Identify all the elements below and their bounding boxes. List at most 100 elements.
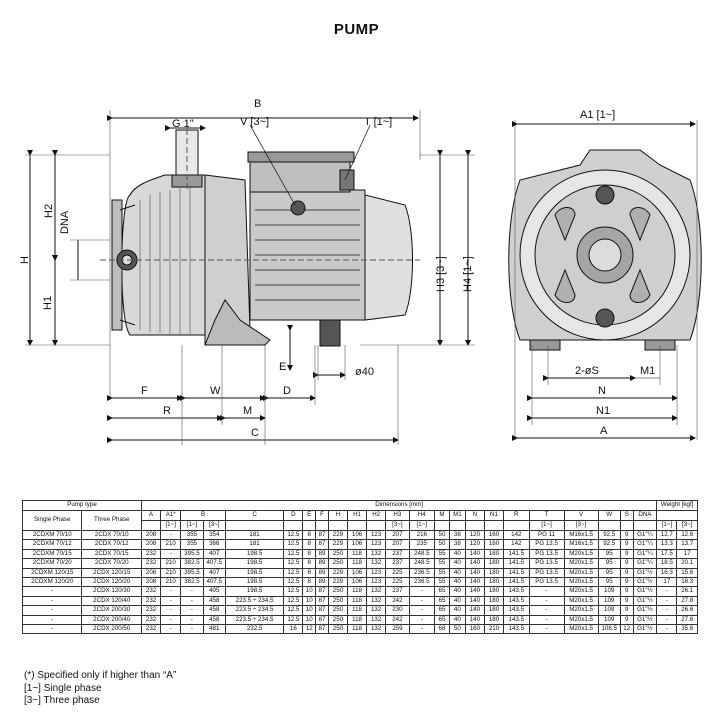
table-cell: 180 xyxy=(483,548,505,560)
table-cell: 208 xyxy=(140,529,162,541)
table-cell: 132 xyxy=(366,614,387,626)
table-cell: 250 xyxy=(327,586,348,597)
table-cell: 141.5 xyxy=(503,567,530,579)
dim-label-e: E xyxy=(279,361,286,373)
table-cell: 181 xyxy=(224,539,285,550)
table-cell: 9 xyxy=(619,529,634,541)
table-cell: 8 xyxy=(302,548,317,560)
table-cell: PG 13.5 xyxy=(528,558,565,569)
table-cell: 109 xyxy=(597,595,621,607)
col-header-h4: H4 xyxy=(408,510,436,521)
table-cell: 87 xyxy=(315,595,329,607)
table-cell: 17 xyxy=(676,548,698,560)
pump-technical-drawing: B G 1" V [3~] T [1~] H H2 H1 DNA H3 [3~]… xyxy=(19,98,702,445)
table-cell: PG 13.5 xyxy=(528,567,565,579)
table-cell: 140 xyxy=(464,558,485,569)
table-cell: 140 xyxy=(464,605,485,616)
col-header-s: S xyxy=(619,510,634,521)
table-cell: G1"¼ xyxy=(632,529,658,541)
table-cell: PG 13.5 xyxy=(528,577,565,588)
table-cell: 27.6 xyxy=(676,614,698,626)
table-cell: 143.5 xyxy=(503,614,530,626)
table-cell: 8 xyxy=(302,567,317,579)
table-cell: 132 xyxy=(366,605,387,616)
table-cell: - xyxy=(408,624,436,635)
dim-label-h4: H4 [1~] xyxy=(462,256,474,292)
table-cell: 210 xyxy=(160,567,182,579)
table-cell: 405 xyxy=(202,586,226,597)
table-cell: 143.5 xyxy=(503,595,530,607)
col-header-t: T xyxy=(528,510,565,521)
sub-header-h xyxy=(327,520,348,531)
table-cell: 15.6 xyxy=(676,567,698,579)
table-cell: 55 xyxy=(434,577,450,588)
table-cell: 10 xyxy=(302,586,317,597)
table-cell: 50 xyxy=(434,539,450,550)
table-cell: - xyxy=(528,586,565,597)
sub-header-w xyxy=(597,520,621,531)
table-cell: 2CDX 120/40 xyxy=(81,595,142,607)
col-header-m1: M1 xyxy=(448,510,466,521)
table-cell: 2CDXM 120/20 xyxy=(21,577,83,588)
col-header-e: E xyxy=(302,510,317,521)
table-cell: 229 xyxy=(327,529,348,541)
table-cell: - xyxy=(21,605,83,616)
table-cell: 140 xyxy=(464,586,485,597)
sub-header-h1 xyxy=(346,520,368,531)
sub-header-h4: [1~] xyxy=(408,520,436,531)
table-cell: 9 xyxy=(619,567,634,579)
table-cell: 10 xyxy=(302,595,317,607)
col-header-weight xyxy=(656,510,698,521)
table-cell: - xyxy=(180,595,204,607)
table-cell: 95 xyxy=(597,567,621,579)
table-cell: 140 xyxy=(464,567,485,579)
sub-header-a1: [1~] xyxy=(160,520,182,531)
sub-header-n xyxy=(464,520,485,531)
table-cell: - xyxy=(180,605,204,616)
table-cell: 8 xyxy=(302,529,317,541)
sub-header-r xyxy=(503,520,530,531)
table-cell: 95 xyxy=(597,548,621,560)
table-cell: 198.5 xyxy=(224,567,285,579)
sub-header-h3: [3~] xyxy=(385,520,410,531)
table-cell: 250 xyxy=(327,548,348,560)
table-cell: 10 xyxy=(302,605,317,616)
table-cell: 132 xyxy=(366,586,387,597)
table-cell: - xyxy=(656,595,678,607)
sub-header-b-single: [1~] xyxy=(180,520,204,531)
table-cell: 2CDX 70/12 xyxy=(81,539,142,550)
table-cell: 40 xyxy=(448,595,466,607)
table-cell: 26.6 xyxy=(676,605,698,616)
table-cell: 68 xyxy=(434,624,450,635)
table-cell: 248.5 xyxy=(408,548,436,560)
table-cell: 232 xyxy=(140,548,162,560)
dim-label-h1: H1 xyxy=(42,296,54,310)
dim-label-m1: M1 xyxy=(640,365,655,377)
table-cell: 95 xyxy=(597,558,621,569)
sub-header-c xyxy=(224,520,285,531)
table-cell: 210 xyxy=(160,539,182,550)
table-cell: 2CDXM 120/15 xyxy=(21,567,83,579)
dimensions-header: Dimensions [mm] xyxy=(140,500,658,511)
table-cell: 9 xyxy=(619,614,634,626)
table-cell: 366 xyxy=(202,539,226,550)
table-cell: 216 xyxy=(408,529,436,541)
table-cell: 87 xyxy=(315,529,329,541)
table-cell: 120 xyxy=(464,529,485,541)
dim-label-dna: DNA xyxy=(59,210,71,234)
table-cell: 12.5 xyxy=(283,577,304,588)
table-cell: 9 xyxy=(619,595,634,607)
table-cell: 160 xyxy=(483,529,505,541)
dim-label-h2: H2 xyxy=(43,204,55,218)
sub-header-a xyxy=(140,520,162,531)
table-cell: 2CDXM 70/12 xyxy=(21,539,83,550)
table-cell: 120 xyxy=(464,539,485,550)
col-header-w: W xyxy=(597,510,621,521)
table-cell: 395.5 xyxy=(180,567,204,579)
table-cell: 9 xyxy=(619,577,634,588)
table-cell: - xyxy=(408,605,436,616)
table-cell: 198.5 xyxy=(224,548,285,560)
